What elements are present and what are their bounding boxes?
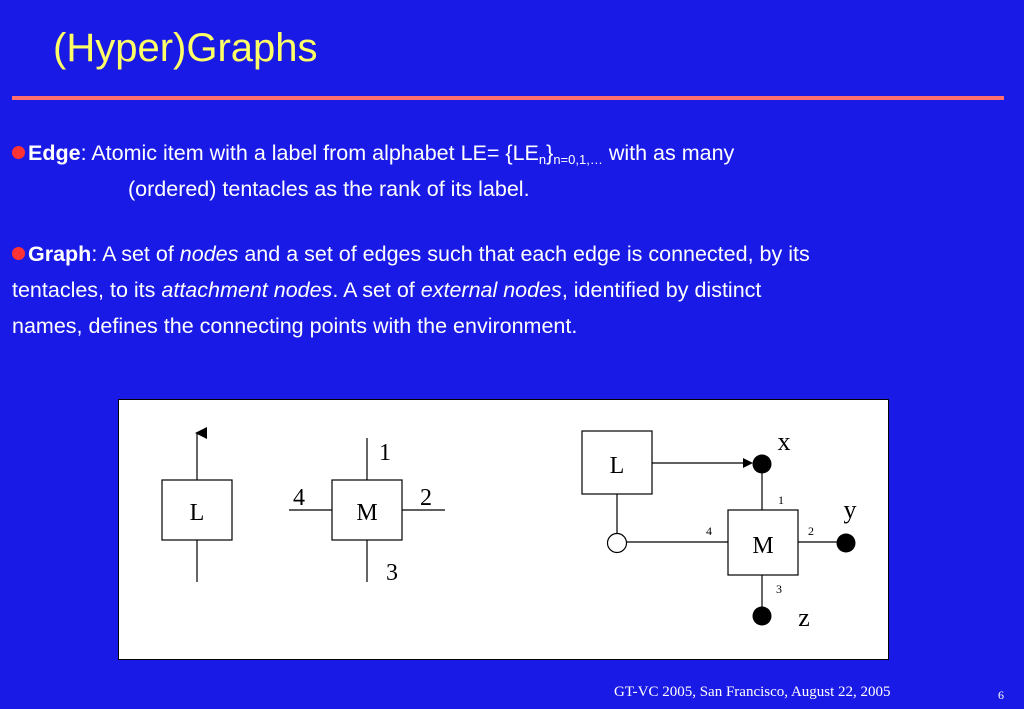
edge-definition: Edge: Atomic item with a label from alph… (12, 135, 1012, 207)
internal-node (606, 532, 628, 554)
external-name-y: y (844, 495, 857, 524)
edge-L-label: L (190, 500, 205, 526)
tentacle-4-label: 4 (293, 485, 305, 511)
hypergraph-figure: L M 1 2 3 4 L (118, 399, 889, 660)
edge-definition-line-1: Edge: Atomic item with a label from alph… (12, 135, 1012, 171)
external-node-z (752, 606, 772, 626)
example-hypergraph: L M 1 2 3 4 (581, 427, 857, 632)
tentacle-3-label: 3 (386, 560, 398, 586)
svg-text:1: 1 (778, 493, 784, 507)
edge-L: L (161, 427, 233, 582)
external-node-x (752, 454, 772, 474)
svg-text:3: 3 (776, 582, 782, 596)
edge-M-label: M (356, 500, 377, 526)
svg-text:2: 2 (808, 524, 814, 538)
edge-term: Edge (28, 141, 81, 165)
edge-definition-line-2: (ordered) tentacles as the rank of its l… (128, 177, 530, 201)
graph-M-label: M (752, 533, 773, 559)
title-divider (12, 96, 1004, 100)
external-name-z: z (798, 603, 810, 632)
external-name-x: x (778, 427, 791, 456)
hypergraph-diagram: L M 1 2 3 4 L (161, 427, 857, 632)
bullet-icon (12, 146, 25, 159)
slide-title: (Hyper)Graphs (53, 26, 318, 70)
tentacle-2-label: 2 (420, 485, 432, 511)
svg-text:4: 4 (706, 524, 712, 538)
tentacle-1-label: 1 (379, 440, 391, 466)
footer-text: GT-VC 2005, San Francisco, August 22, 20… (614, 684, 891, 700)
graph-definition: Graph: A set of nodes and a set of edges… (12, 242, 810, 338)
graph-term: Graph (28, 242, 92, 266)
external-node-y (836, 533, 856, 553)
graph-L-label: L (610, 453, 625, 479)
bullet-icon (12, 247, 25, 260)
edge-M: M 1 2 3 4 (289, 438, 445, 586)
page-number: 6 (998, 688, 1004, 702)
